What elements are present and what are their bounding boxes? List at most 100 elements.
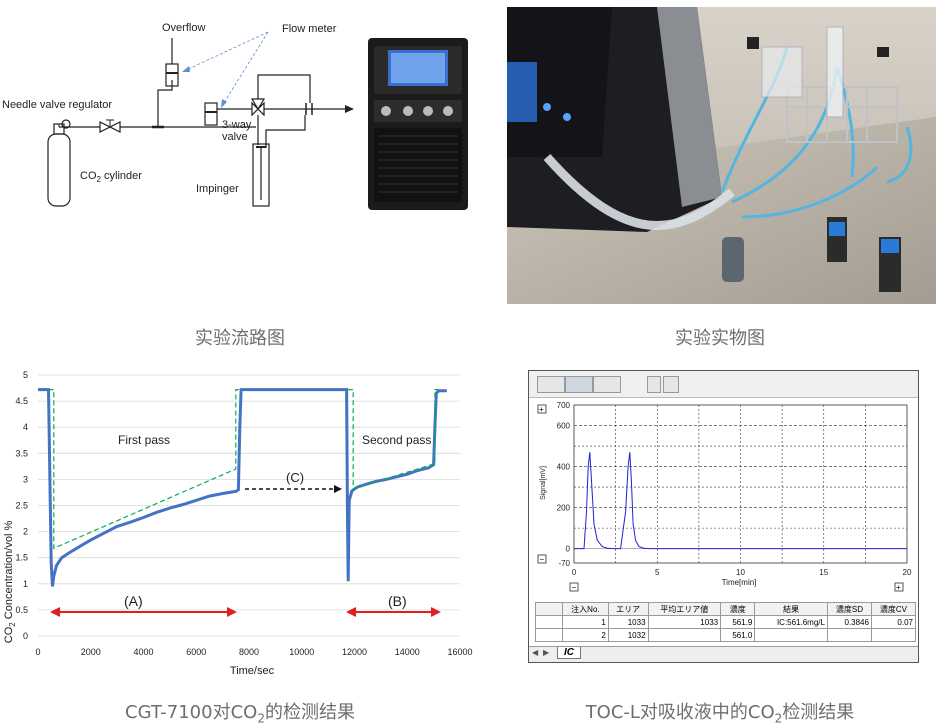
zoom-out-x-button[interactable] [569, 582, 579, 592]
svg-text:+: + [896, 583, 901, 592]
needle-valve-label: Needle valve regulator [2, 99, 112, 111]
y-tick-label: 5 [23, 370, 28, 380]
cell: 1032 [607, 628, 649, 642]
tab-prev-icon[interactable]: ◀ [532, 648, 539, 657]
impinger-label: Impinger [196, 183, 239, 195]
x-tick-label: 6000 [186, 647, 206, 657]
cell: 1 [562, 615, 609, 629]
x-tick-label: 0 [572, 568, 577, 577]
cgt-7100-analyzer [368, 38, 468, 210]
y-tick-label: 0 [23, 631, 28, 641]
cgt-xlabel: Time/sec [230, 665, 275, 677]
y-tick-label: -70 [558, 559, 570, 568]
col-area: エリア [607, 602, 649, 616]
regulator-gauge-icon [61, 119, 71, 129]
tab-next-icon[interactable]: ▶ [543, 648, 550, 657]
table-row[interactable]: 1 1033 1033 561.9 IC:561.6mg/L 0.3846 0.… [535, 615, 917, 629]
y-tick-label: 400 [557, 463, 571, 472]
zoom-vertical-icon[interactable] [647, 376, 661, 393]
three-way-label: 3-way [222, 119, 252, 131]
svg-text:+: + [539, 405, 544, 414]
cgt-ylabel: CO2 Concentration/vol % [3, 521, 17, 644]
cell [754, 628, 828, 642]
plot-frame [573, 404, 908, 564]
cell: 2 [562, 628, 609, 642]
annotation-b: (B) [388, 593, 407, 609]
photo-caption: 实验实物图 [675, 328, 765, 349]
toc-toolbar [529, 371, 918, 398]
cell: 561.0 [720, 628, 756, 642]
cell: 1033 [607, 615, 649, 629]
cell: 0.3846 [826, 615, 872, 629]
x-tick-label: 5 [655, 568, 660, 577]
y-tick-label: 1 [23, 579, 28, 589]
zoom-in-x-button[interactable] [894, 582, 904, 592]
cell [647, 628, 722, 642]
co2-cylinder [47, 133, 71, 207]
second-pass-label: Second pass [362, 433, 431, 447]
range-arrow-b [346, 607, 441, 617]
needle-valve-icon [99, 121, 112, 133]
x-tick-label: 16000 [447, 647, 472, 657]
guide-line [347, 389, 439, 490]
col-conc-cv: 濃度CV [870, 602, 917, 616]
table-header-row: 注入No. エリア 平均エリア値 濃度 結果 濃度SD 濃度CV [535, 602, 917, 616]
col-result: 結果 [754, 602, 828, 616]
cell: 0.07 [870, 615, 917, 629]
x-tick-label: 14000 [395, 647, 420, 657]
cgt-caption: CGT-7100对CO2的检测结果 [125, 702, 355, 726]
y-tick-label: 4.5 [15, 396, 28, 406]
cell: IC:561.6mg/L [754, 615, 828, 629]
tab-ic[interactable]: IC [557, 647, 581, 659]
col-injection-no: 注入No. [562, 602, 609, 616]
y-tick-label: 4 [23, 422, 28, 432]
sheet-tab-bar: ◀ ▶ IC [529, 646, 918, 662]
y-tick-label: 600 [557, 422, 571, 431]
zoom-in-y-button[interactable] [537, 404, 547, 414]
results-table: 注入No. エリア 平均エリア値 濃度 結果 濃度SD 濃度CV 1 1033 … [535, 602, 917, 642]
y-tick-label: 3.5 [15, 448, 28, 458]
col-conc: 濃度 [720, 602, 756, 616]
x-tick-label: 4000 [133, 647, 153, 657]
x-tick-label: 2000 [81, 647, 101, 657]
x-tick-label: 12000 [342, 647, 367, 657]
zoom-out-y-button[interactable] [537, 554, 547, 564]
col-avg-area: 平均エリア値 [647, 602, 722, 616]
y-tick-label: 1.5 [15, 553, 28, 563]
valve-label: valve [222, 131, 248, 143]
flow-meter-label: Flow meter [282, 23, 337, 35]
table-row-selector [535, 602, 563, 616]
view-stack-button[interactable] [593, 376, 621, 393]
svg-text:−: − [572, 583, 577, 592]
y-tick-label: 3 [23, 474, 28, 484]
range-arrow-a [50, 607, 237, 617]
zoom-horizontal-icon[interactable] [663, 376, 679, 393]
view-single-button[interactable] [537, 376, 565, 393]
y-tick-label: 2 [23, 527, 28, 537]
x-tick-label: 15 [819, 568, 828, 577]
annotation-a: (A) [124, 593, 143, 609]
guide-line [48, 389, 240, 550]
cell: 1033 [647, 615, 722, 629]
co2-cylinder-label: CO2 cylinder [80, 170, 142, 184]
impinger [252, 143, 270, 207]
x-tick-label: 20 [903, 568, 912, 577]
signal-trace [574, 452, 907, 550]
x-tick-label: 10000 [289, 647, 314, 657]
cell: 561.9 [720, 615, 756, 629]
y-tick-label: 0 [566, 545, 571, 554]
col-conc-sd: 濃度SD [826, 602, 872, 616]
cell [826, 628, 872, 642]
cell [870, 628, 917, 642]
x-tick-label: 10 [736, 568, 745, 577]
table-row[interactable]: 2 1032 561.0 [535, 628, 917, 642]
toc-xlabel: Time[min] [722, 578, 757, 587]
co2-series-line [38, 388, 447, 587]
y-tick-label: 200 [557, 504, 571, 513]
experiment-photo [507, 7, 936, 304]
view-overlay-button[interactable] [565, 376, 593, 393]
annotation-c: (C) [286, 470, 304, 485]
